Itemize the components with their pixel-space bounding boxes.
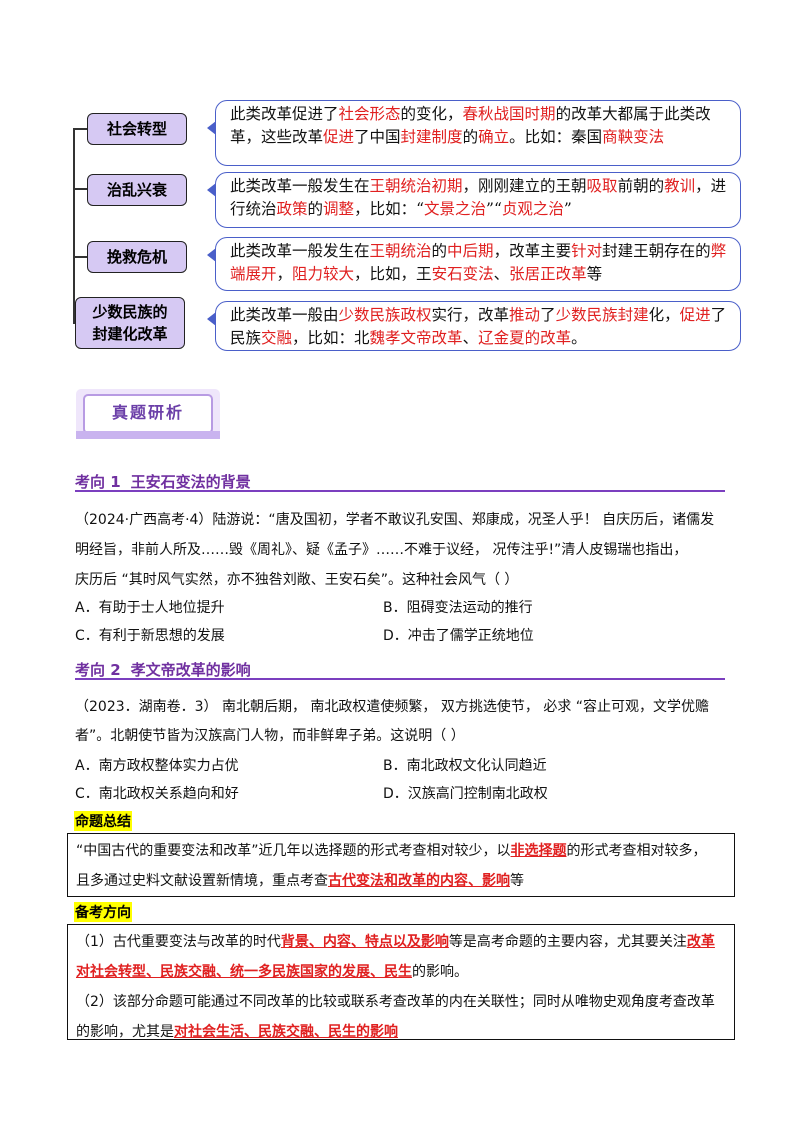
question-2-line: （2023．湖南卷．3） 南北朝后期， 南北政权遣使频繁， 双方挑选使节， 必求… bbox=[75, 699, 710, 715]
highlight-text: 吸取 bbox=[586, 177, 618, 195]
label-minority-feudalization: 少数民族的封建化改革 bbox=[75, 297, 185, 349]
connector-line bbox=[73, 128, 75, 323]
desc-text: 的 bbox=[431, 242, 448, 260]
highlight-text: 调整 bbox=[323, 200, 355, 218]
desc-minority-feudalization: 此类改革一般由少数民族政权实行，改革推动了少数民族封建化，促进了民族交融，比如：… bbox=[215, 301, 741, 351]
desc-text: 前朝的 bbox=[617, 177, 665, 195]
highlight-text: 促进 bbox=[323, 128, 355, 146]
option-a[interactable]: A．南方政权整体实力占优 bbox=[75, 758, 239, 774]
highlight-text: 王朝统治 bbox=[369, 242, 432, 260]
highlight-text: 文景之治 bbox=[424, 200, 487, 218]
desc-text: 。 bbox=[571, 329, 587, 347]
desc-text: 了 bbox=[540, 306, 556, 324]
question-1-line: （2024·广西高考·4）陆游说：“唐及国初，学者不敢议孔安国、郑康成，况圣人乎… bbox=[75, 512, 715, 528]
highlight-text: 阻力较大 bbox=[292, 265, 355, 283]
desc-text: ，刚刚建立的王朝 bbox=[462, 177, 587, 195]
direction-box: （1）古代重要变法与改革的时代背景、内容、特点以及影响等是高考命题的主要内容，尤… bbox=[67, 924, 735, 1040]
highlight-text: 政策 bbox=[276, 200, 308, 218]
desc-text: 了中国 bbox=[354, 128, 401, 146]
highlight-text: 少数民族政权 bbox=[338, 306, 432, 324]
desc-text: 封建王朝存在的 bbox=[602, 242, 711, 260]
highlight-text: 少数民族封建 bbox=[555, 306, 649, 324]
desc-text: ，比如：“ bbox=[354, 200, 424, 218]
highlight-text: 中后期 bbox=[447, 242, 494, 260]
highlight-text: 确立 bbox=[478, 128, 510, 146]
highlight-text: 贞观之治 bbox=[501, 200, 564, 218]
question-2-line: 者”。北朝使节皆为汉族高门人物，而非鲜卑子弟。这说明（ ） bbox=[75, 728, 465, 744]
desc-text: 等 bbox=[586, 265, 603, 283]
desc-text: 的改革大都属于此类改革，这些改革 bbox=[230, 105, 711, 146]
label-order-chaos: 治乱兴衰 bbox=[87, 174, 187, 206]
desc-text: 化， bbox=[648, 306, 680, 324]
highlight-text: 安石变法 bbox=[431, 265, 494, 283]
desc-text: 此类改革促进了 bbox=[230, 105, 339, 123]
desc-text: 了民族 bbox=[230, 306, 727, 347]
highlight-text: 魏孝文帝改革 bbox=[369, 329, 463, 347]
option-b[interactable]: B．阻碍变法运动的推行 bbox=[383, 600, 533, 616]
banner-title: 真题研析 bbox=[111, 403, 184, 422]
desc-text: 的 bbox=[307, 200, 324, 218]
desc-save-crisis: 此类改革一般发生在王朝统治的中后期，改革主要针对封建王朝存在的弊端展开，阻力较大… bbox=[215, 237, 741, 291]
label-save-crisis: 挽救危机 bbox=[87, 241, 187, 273]
question-1-line: 明经旨，非前人所及……毁《周礼》、疑《孟子》……不难于议经， 况传注乎!”清人皮… bbox=[75, 542, 688, 558]
summary-heading: 命题总结 bbox=[74, 811, 132, 831]
option-c[interactable]: C．有利于新思想的发展 bbox=[75, 628, 225, 644]
desc-text: 的 bbox=[462, 128, 479, 146]
desc-text: 此类改革一般由 bbox=[230, 306, 339, 324]
highlight-text: 弊端展开 bbox=[230, 242, 727, 283]
desc-text: ，进行统治 bbox=[230, 177, 727, 218]
highlight-text: 交融 bbox=[261, 329, 293, 347]
highlight-text: 商鞅变法 bbox=[602, 128, 665, 146]
desc-text: 、 bbox=[493, 265, 510, 283]
question-1-line: 庆历后 “其时风气实然，亦不独咎刘敞、王安石矣”。这种社会风气（ ） bbox=[75, 572, 519, 588]
section-banner: 真题研析 bbox=[74, 387, 222, 441]
highlight-text: 王朝统治初期 bbox=[369, 177, 463, 195]
highlight-text: 社会形态 bbox=[338, 105, 401, 123]
option-b[interactable]: B．南北政权文化认同趋近 bbox=[383, 758, 547, 774]
highlight-text: 张居正改革 bbox=[509, 265, 587, 283]
option-a[interactable]: A．有助于士人地位提升 bbox=[75, 600, 225, 616]
option-d[interactable]: D．汉族高门控制南北政权 bbox=[383, 786, 548, 802]
desc-text: ，改革主要 bbox=[493, 242, 572, 260]
desc-text: ”“ bbox=[486, 200, 502, 218]
desc-text: 此类改革一般发生在 bbox=[230, 177, 370, 195]
desc-text: 的变化， bbox=[400, 105, 463, 123]
highlight-text: 促进 bbox=[679, 306, 711, 324]
option-d[interactable]: D．冲击了儒学正统地位 bbox=[383, 628, 534, 644]
desc-text: 实行，改革 bbox=[431, 306, 510, 324]
desc-text: ” bbox=[563, 200, 572, 218]
desc-text: 此类改革一般发生在 bbox=[230, 242, 370, 260]
highlight-text: 推动 bbox=[509, 306, 541, 324]
desc-text: 、 bbox=[462, 329, 479, 347]
label-social-transformation: 社会转型 bbox=[87, 113, 187, 145]
option-c[interactable]: C．南北政权关系趋向和好 bbox=[75, 786, 239, 802]
highlight-text: 封建制度 bbox=[400, 128, 463, 146]
highlight-text: 教训 bbox=[664, 177, 696, 195]
desc-text: ，比如：北 bbox=[292, 329, 370, 347]
desc-text: 。比如：秦国 bbox=[509, 128, 603, 146]
direction-heading: 备考方向 bbox=[74, 902, 132, 922]
desc-text: ，比如，王 bbox=[354, 265, 432, 283]
desc-social-transformation: 此类改革促进了社会形态的变化，春秋战国时期的改革大都属于此类改革，这些改革促进了… bbox=[215, 100, 741, 166]
desc-order-chaos: 此类改革一般发生在王朝统治初期，刚刚建立的王朝吸取前朝的教训，进行统治政策的调整… bbox=[215, 172, 741, 228]
summary-box: “中国古代的重要变法和改革”近几年以选择题的形式考查相对较少，以非选择题的形式考… bbox=[67, 833, 735, 897]
highlight-text: 针对 bbox=[571, 242, 603, 260]
desc-text: ， bbox=[276, 265, 293, 283]
highlight-text: 辽金夏的改革 bbox=[478, 329, 572, 347]
highlight-text: 春秋战国时期 bbox=[462, 105, 556, 123]
